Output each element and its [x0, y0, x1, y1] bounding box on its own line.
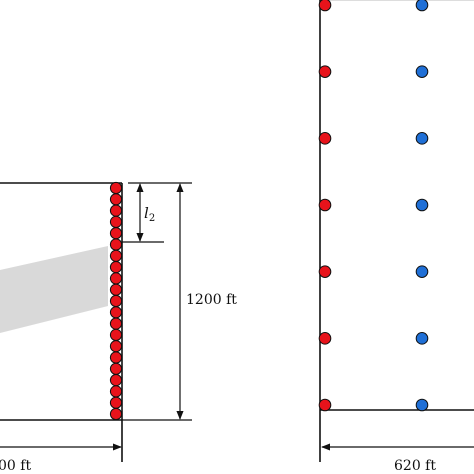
red-well-circle — [109, 204, 123, 217]
l2-subscript: 2 — [149, 213, 155, 224]
red-well-circle — [109, 215, 123, 228]
red-well-circle — [318, 398, 332, 412]
red-well-circle — [318, 0, 332, 12]
red-well-circle — [109, 227, 123, 240]
right-blue-well-column — [415, 0, 429, 412]
l2-symbol: l — [144, 204, 149, 222]
right-width-label: 620 ft — [394, 458, 436, 474]
red-well-circle — [318, 65, 332, 78]
red-well-circle — [318, 332, 332, 345]
height-label: 1200 ft — [186, 292, 237, 308]
shaded-band — [0, 246, 108, 333]
left-red-well-column — [109, 181, 123, 421]
red-well-circle — [318, 132, 332, 145]
blue-well-circle — [415, 265, 429, 278]
red-well-circle — [109, 193, 123, 206]
red-well-circle — [109, 362, 123, 375]
l2-label: l2 — [144, 204, 155, 224]
red-well-circle — [109, 374, 123, 387]
blue-well-circle — [415, 65, 429, 78]
red-well-circle — [109, 396, 123, 409]
red-well-circle — [109, 261, 123, 274]
blue-well-circle — [415, 198, 429, 212]
left-panel: l2 1200 ft 00 ft — [0, 181, 237, 474]
blue-well-circle — [415, 398, 429, 412]
red-well-circle — [109, 181, 123, 195]
red-well-circle — [109, 317, 123, 330]
left-width-label: 00 ft — [0, 458, 31, 474]
red-well-circle — [109, 351, 123, 364]
blue-well-circle — [415, 132, 429, 145]
red-well-circle — [109, 249, 123, 262]
red-well-circle — [318, 198, 332, 212]
right-red-well-column — [318, 0, 332, 412]
red-well-circle — [109, 283, 123, 296]
red-well-circle — [109, 328, 123, 341]
right-panel: 620 ft — [318, 0, 474, 474]
red-well-circle — [109, 340, 123, 353]
red-well-circle — [109, 272, 123, 285]
blue-well-circle — [415, 0, 429, 12]
red-well-circle — [109, 407, 123, 421]
red-well-circle — [109, 306, 123, 319]
red-well-circle — [109, 385, 123, 398]
blue-well-circle — [415, 332, 429, 345]
red-well-circle — [109, 294, 123, 308]
red-well-circle — [318, 265, 332, 278]
red-well-circle — [109, 238, 123, 251]
